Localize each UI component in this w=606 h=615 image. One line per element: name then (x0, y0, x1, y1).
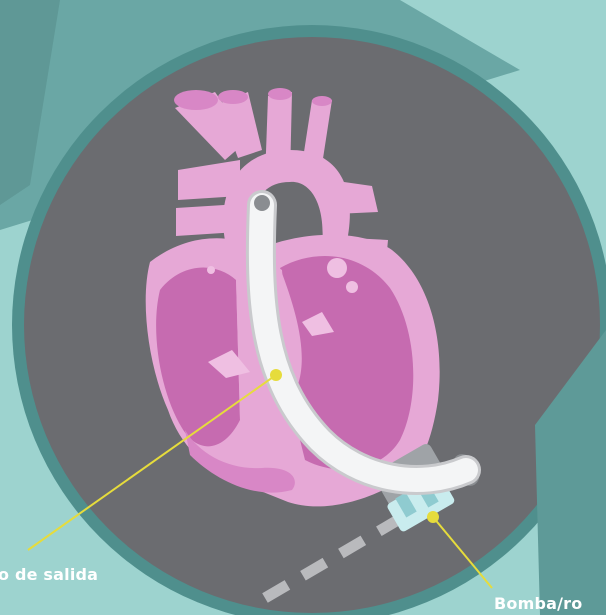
callout-dot-right (427, 511, 439, 523)
tube-opening (254, 195, 270, 211)
outflow-tube-label: o de salida (0, 565, 98, 584)
callout-dot-left (270, 369, 282, 381)
pump-rotor-label: Bomba/ro (494, 594, 582, 613)
